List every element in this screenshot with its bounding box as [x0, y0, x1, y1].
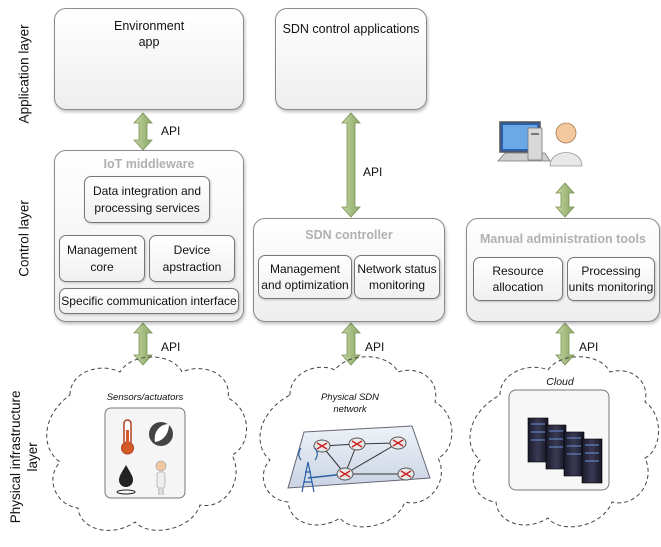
environment-app-box[interactable]: Environment app: [54, 8, 244, 110]
api-label-cloud: API: [579, 340, 599, 354]
sdn-controller-title: SDN controller: [305, 228, 393, 242]
resource-allocation-label: Resource allocation: [492, 263, 544, 294]
application-layer-label: Application layer: [16, 24, 32, 124]
sensors-cloud: [46, 356, 247, 531]
api-arrow-iot-physical: [133, 322, 153, 366]
api-arrow-sdn-apps: [341, 112, 361, 218]
antenna-tower-icon: [298, 447, 318, 493]
api-arrow-admin-user: [555, 182, 575, 218]
sensors-caption: Sensors/actuators: [106, 392, 184, 403]
control-layer-label: Control layer: [16, 200, 32, 277]
network-status-label: Network status monitoring: [357, 261, 437, 292]
sdn-network-cloud: [259, 356, 453, 528]
data-integration-label: Data integration and processing services: [92, 184, 202, 215]
network-status-module[interactable]: Network status monitoring: [354, 255, 440, 299]
gauge-leaf-icon: [149, 422, 173, 446]
management-optimization-label: Management and optimization: [261, 261, 349, 292]
sdn-network-caption: Physical SDN network: [320, 392, 380, 416]
processing-units-module[interactable]: Processing units monitoring: [567, 257, 655, 301]
person-sensor-icon: [155, 460, 167, 495]
processing-units-label: Processing units monitoring: [568, 263, 654, 294]
sdn-switch-icons: [313, 436, 415, 481]
admin-user-icon: [549, 122, 583, 167]
admin-computer-icon: [497, 121, 551, 162]
api-arrow-sdn-physical: [341, 322, 361, 366]
sdn-apps-title: SDN control applications: [282, 22, 420, 36]
management-core-module[interactable]: Management core: [59, 235, 145, 282]
communication-interface-module[interactable]: Specific communication interface: [59, 288, 239, 314]
api-label-env: API: [161, 124, 181, 138]
water-drop-icon: [116, 465, 136, 495]
sdn-apps-box[interactable]: SDN control applications: [275, 8, 427, 110]
communication-interface-label: Specific communication interface: [61, 293, 237, 308]
api-arrow-admin-cloud: [555, 322, 575, 366]
device-abstraction-label: Device apstraction: [162, 243, 222, 274]
data-integration-module[interactable]: Data integration and processing services: [84, 176, 210, 223]
physical-layer-label: Physical infrastructure layer: [8, 390, 40, 524]
sdn-controller-box[interactable]: SDN controller Management and optimizati…: [253, 218, 445, 322]
server-rack-icons: [527, 417, 603, 484]
environment-app-title: Environment app: [114, 19, 185, 50]
cloud-outline: [469, 356, 659, 528]
api-label-sdn: API: [365, 340, 385, 354]
device-abstraction-module[interactable]: Device apstraction: [149, 235, 235, 282]
api-label-sdn-apps: API: [363, 165, 383, 179]
iot-middleware-box[interactable]: IoT middleware Data integration and proc…: [54, 150, 244, 322]
management-core-label: Management core: [66, 243, 138, 274]
api-label-iot: API: [161, 340, 181, 354]
manual-admin-tools-title: Manual administration tools: [480, 232, 646, 246]
resource-allocation-module[interactable]: Resource allocation: [473, 257, 563, 301]
thermometer-icon: [121, 419, 134, 455]
manual-admin-tools-box[interactable]: Manual administration tools Resource all…: [466, 218, 660, 322]
cloud-caption: Cloud: [546, 376, 574, 388]
api-arrow-env: [133, 112, 153, 151]
iot-middleware-title: IoT middleware: [103, 157, 195, 171]
management-optimization-module[interactable]: Management and optimization: [258, 255, 352, 299]
sensors-panel: [104, 407, 186, 499]
